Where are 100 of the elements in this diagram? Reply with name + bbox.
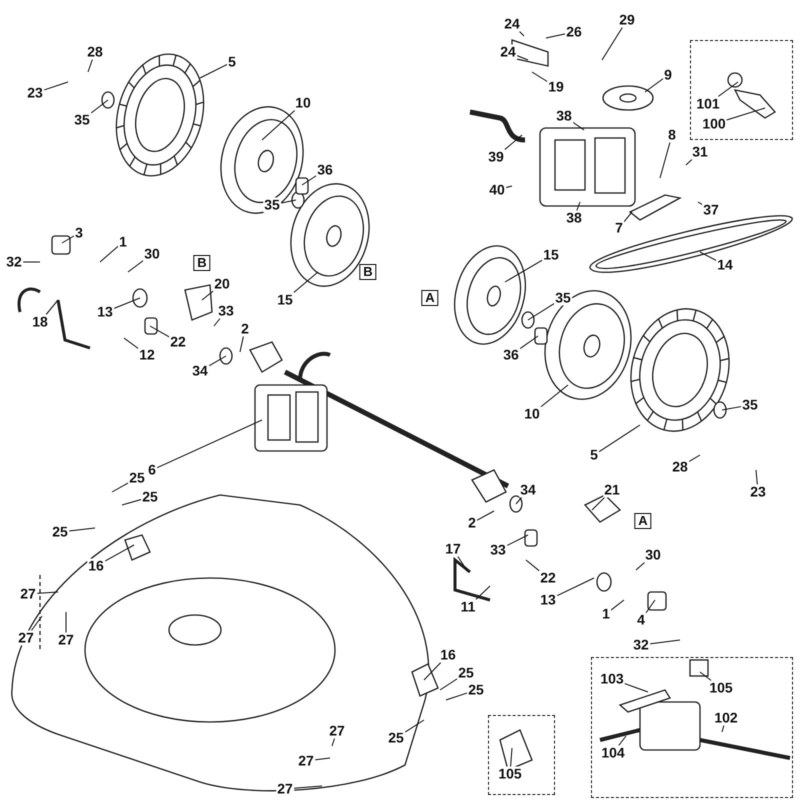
leader-line — [572, 122, 584, 130]
view-reference-tag: B — [359, 264, 377, 280]
leader-line — [124, 338, 139, 349]
leader-line — [202, 290, 214, 300]
callout-number: 25 — [387, 730, 405, 746]
callout-number: 14 — [716, 258, 734, 272]
callout-number: 23 — [26, 86, 44, 100]
callout-number: 35 — [554, 290, 572, 306]
leader-line — [660, 142, 670, 178]
detail-frame — [591, 657, 793, 798]
callout-number: 6 — [147, 462, 157, 478]
leader-line — [332, 738, 335, 746]
callout-number: 22 — [169, 334, 187, 350]
callout-number: 40 — [488, 182, 506, 198]
callout-number: 37 — [702, 202, 720, 218]
callout-number: 16 — [87, 558, 105, 574]
callout-number: 1 — [118, 234, 128, 250]
callout-number: 103 — [599, 672, 625, 686]
leader-line — [576, 202, 580, 211]
leader-line — [30, 616, 42, 631]
callout-number: 27 — [19, 586, 37, 602]
view-reference-tag: A — [634, 513, 652, 529]
callout-number: 10 — [523, 406, 541, 422]
detail-frame — [488, 715, 555, 795]
callout-number: 36 — [316, 162, 334, 178]
callout-number: 100 — [701, 116, 727, 132]
callout-number: 17 — [444, 542, 462, 556]
callout-number: 21 — [603, 482, 621, 498]
leader-line — [46, 300, 58, 315]
callout-number: 35 — [741, 398, 759, 412]
leader-line — [504, 134, 522, 150]
leader-line — [519, 336, 538, 350]
callout-number: 28 — [86, 44, 104, 60]
callout-number: 25 — [141, 490, 159, 504]
callout-number: 3 — [74, 226, 84, 240]
leader-line — [43, 82, 68, 91]
callout-number: 104 — [600, 746, 626, 760]
leader-line — [718, 82, 738, 97]
leader-line — [476, 510, 494, 521]
leader-line — [556, 578, 594, 596]
callout-number: 2 — [467, 516, 477, 530]
leader-line — [302, 175, 317, 186]
callout-number: 24 — [499, 44, 517, 60]
leader-line — [280, 200, 296, 204]
callout-number: 27 — [276, 782, 294, 796]
callout-number: 30 — [644, 548, 662, 562]
leader-line — [623, 212, 632, 222]
leader-line — [644, 78, 664, 92]
leader-line — [150, 326, 170, 338]
callout-number: 105 — [708, 680, 734, 696]
callout-number: 23 — [749, 484, 767, 500]
leader-line — [756, 470, 758, 485]
leader-line — [636, 562, 645, 570]
leader-line — [208, 356, 226, 366]
callout-number: 13 — [96, 304, 114, 320]
leader-line — [200, 64, 228, 78]
leader-line — [112, 482, 129, 492]
callout-number: 27 — [57, 632, 75, 648]
callout-number: 33 — [217, 304, 235, 318]
leader-line — [528, 303, 555, 320]
callout-number: 101 — [695, 96, 721, 112]
callout-number: 105 — [497, 766, 523, 782]
leader-line — [36, 592, 58, 594]
leader-line — [475, 586, 490, 600]
callout-number: 1 — [601, 606, 611, 622]
callout-number: 15 — [276, 292, 294, 308]
callout-number: 11 — [460, 600, 476, 614]
leader-line — [516, 55, 528, 60]
leader-line — [457, 556, 468, 572]
leader-line — [100, 246, 119, 262]
leader-line — [726, 108, 766, 121]
callout-number: 102 — [713, 710, 739, 726]
callout-number: 18 — [31, 314, 49, 330]
leader-line — [618, 736, 626, 746]
leader-line — [314, 758, 330, 760]
leader-line — [602, 27, 623, 60]
leader-line — [293, 272, 318, 294]
leader-line — [446, 692, 468, 700]
callout-number: 15 — [542, 248, 560, 262]
callout-number: 32 — [5, 254, 23, 270]
leader-line — [519, 31, 524, 36]
callout-number: 8 — [667, 128, 677, 142]
callout-number: 29 — [618, 12, 636, 28]
leader-line — [506, 534, 528, 546]
callout-number: 32 — [632, 638, 650, 652]
callout-number: 35 — [73, 112, 91, 128]
callout-number: 5 — [589, 448, 599, 462]
view-reference-tag: B — [193, 255, 211, 271]
callout-number: 39 — [487, 150, 505, 164]
leader-line — [122, 499, 142, 506]
callout-number: 12 — [138, 348, 156, 362]
callout-number: 38 — [565, 210, 583, 226]
leader-line — [104, 544, 134, 562]
leader-line — [214, 318, 220, 326]
callout-number: 36 — [502, 348, 520, 362]
leader-line — [68, 528, 96, 532]
leader-line — [686, 159, 692, 166]
leader-line — [598, 424, 640, 452]
callout-number: 27 — [297, 754, 315, 768]
leader-line — [698, 202, 703, 206]
